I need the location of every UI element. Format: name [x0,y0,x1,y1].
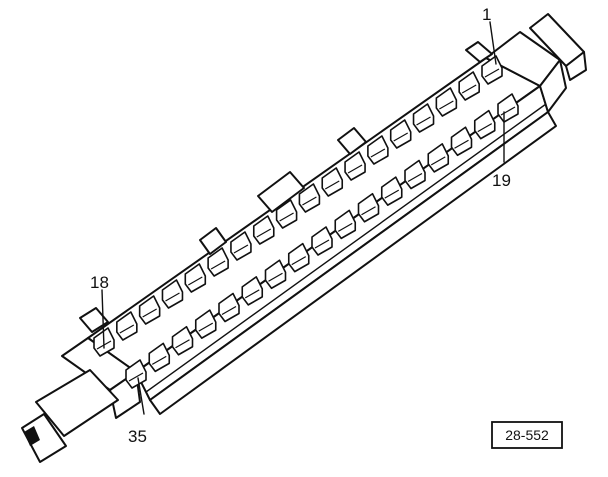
upper-row-cavity [184,263,207,293]
left-end-cap [21,307,141,463]
left-plug-top [35,369,119,437]
terminal-cavities [93,55,519,389]
upper-row-cavity [138,295,161,325]
lower-row-cavity [427,143,450,173]
lower-row-cavity-shade [337,222,353,232]
leader-pin-18 [101,289,105,349]
center-rib [257,171,305,213]
upper-row-cavity [344,151,366,181]
leader-lines [101,21,505,415]
upper-row-cavity-shade [142,308,157,318]
top-ribs [199,127,367,255]
upper-row-cavity [435,87,458,117]
lower-row-cavity [241,276,264,306]
lower-row-cavity-shade [268,272,283,282]
lower-row-cavity [334,209,357,240]
upper-row-cavity [298,183,321,213]
upper-row-cavity-shade [370,148,386,158]
label-pin-18: 18 [90,273,109,292]
lower-row-cavity-shade [244,289,260,299]
lower-row-cavity-shade [128,372,144,382]
leader-pin-35 [137,377,145,415]
lower-row-cavity [264,259,287,290]
lower-row-cavity [287,242,310,273]
lower-row-cavity-shade [407,172,423,183]
left-small-tab [79,307,109,333]
upper-row-cavity [367,135,389,165]
upper-row-cavity-shade [165,292,180,302]
upper-row-cavity-shade [324,180,340,190]
upper-row-cavity-shade [279,212,294,222]
lower-row-cavity-shade [198,322,214,332]
upper-row-cavity [412,103,435,133]
upper-row-cavity-shade [439,100,454,110]
upper-row-cavity-shade [256,228,272,238]
figure-code: 28-552 [505,427,549,443]
lower-row-cavity-shade [384,189,400,199]
left-plug-shadow [24,426,40,446]
lower-row-cavity-shade [361,206,376,216]
upper-row-cavity-shade [119,324,135,334]
lower-row-cavity-shade [454,139,469,149]
upper-row-cavity [481,55,503,85]
upper-row-cavity [161,279,184,309]
figure-code-frame [491,421,563,449]
lower-row-cavity [450,126,473,157]
upper-row-cavity-shade [484,68,500,78]
lower-row-cavity [125,359,147,389]
upper-row-cavity-shade [393,132,409,142]
connector-bottom-rail [149,111,557,415]
lower-row-cavity-shade [175,339,190,349]
upper-row-cavity [116,311,138,341]
lower-row-cavity [380,176,403,206]
upper-row-cavity [275,199,298,229]
upper-row-cavity-shade [210,260,226,270]
upper-row-cavity-shade [416,116,431,126]
lower-row-cavity-shade [477,123,493,133]
lower-row-cavity-shade [314,239,330,249]
right-cap-side [539,59,567,113]
upper-row-cavity-shade [187,276,203,286]
label-pin-1: 1 [482,5,491,24]
upper-row-cavity [458,71,480,101]
upper-row-cavity [230,231,252,261]
lower-row-cavity-shade [430,156,446,166]
upper-row-cavity-shade [233,244,249,254]
lower-row-cavity-shade [221,305,237,316]
upper-rib [337,127,367,155]
lower-row-cavity-shade [151,355,167,365]
label-pin-19: 19 [492,171,511,190]
connector-top-face [87,57,541,373]
lower-row-cavity [497,93,519,123]
lower-row-cavity [357,192,380,223]
upper-row-cavity-shade [347,164,363,174]
upper-row-cavity-shade [302,196,317,206]
lower-row-cavity [171,325,194,356]
lower-row-cavity [404,159,426,190]
lower-row-cavity-shade [291,256,307,266]
upper-row-cavity [207,247,229,277]
right-latch-side [565,51,587,81]
lower-rib [199,227,227,255]
lower-row-cavity [218,292,240,323]
upper-row-cavity [321,167,344,197]
front-face-edge [145,103,547,393]
lower-row-cavity [473,109,496,140]
lower-row-cavity [194,309,217,339]
upper-row-cavity [389,119,412,149]
upper-row-cavity [252,215,275,245]
lower-row-cavity [311,226,333,256]
leader-pin-1 [489,21,497,65]
upper-row-cavity-shade [461,84,477,94]
right-end-cap [465,13,587,113]
left-plug-tip [21,413,67,463]
lower-row-cavity [148,342,171,373]
right-small-tab [465,41,493,63]
figure-code-box: 28-552 [491,421,563,449]
label-pin-35: 35 [128,427,147,446]
